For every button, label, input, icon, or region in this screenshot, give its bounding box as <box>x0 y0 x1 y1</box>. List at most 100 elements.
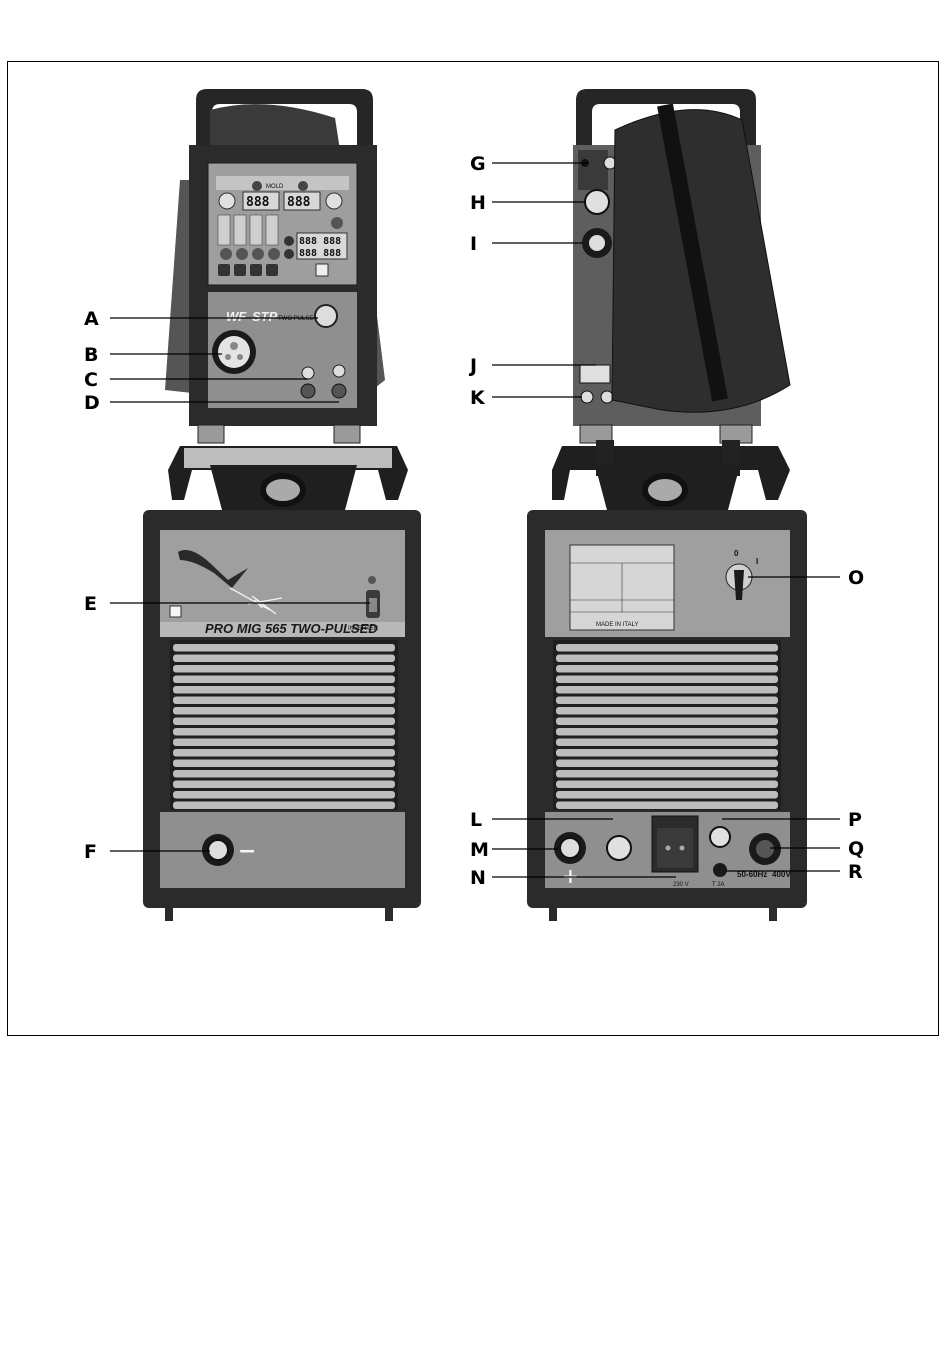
down-button-icon[interactable] <box>284 249 294 259</box>
interconnect-connector-icon[interactable] <box>585 190 609 214</box>
callout-label: H <box>470 192 486 214</box>
louvre-slat <box>173 655 395 663</box>
louvre-slat <box>173 760 395 768</box>
select-button-icon[interactable] <box>331 217 343 229</box>
louvre-slat <box>556 781 778 789</box>
louvre-slat <box>173 791 395 799</box>
switch-off-label: 0 <box>734 549 739 558</box>
program-button-icon[interactable] <box>252 248 264 260</box>
arrow-left-button-icon[interactable] <box>252 181 262 191</box>
two-pulse-text: TWO PULSE <box>278 316 313 322</box>
callout-label: D <box>84 392 100 414</box>
right-knob-icon[interactable] <box>326 193 342 209</box>
rear-unit: MADE IN ITALY 0 I + 230 V T 2A 50-60Hz 4… <box>527 89 807 921</box>
switch-on-label: I <box>756 557 758 566</box>
torch-pin <box>237 354 243 360</box>
socket-voltage: 230 V <box>673 882 689 888</box>
program-button-icon[interactable] <box>236 248 248 260</box>
louvre-slat <box>173 644 395 652</box>
wf-label: WF <box>226 309 247 324</box>
small-display-2: 888 888 <box>299 248 341 259</box>
power-indicator-icon <box>368 576 376 584</box>
louvre-slat <box>556 686 778 694</box>
stp-label: STP <box>252 309 278 324</box>
small-display-1: 888 888 <box>299 236 341 247</box>
water-supply-connector-icon[interactable] <box>601 391 613 403</box>
callout-label: C <box>84 369 98 391</box>
s-mark-front-icon <box>170 606 181 617</box>
callout-label: A <box>84 308 99 330</box>
callout-label: M <box>470 839 489 861</box>
gas-inlet-box <box>578 150 608 190</box>
latch-left <box>198 425 224 443</box>
fuse-holder-icon[interactable] <box>713 863 727 877</box>
spool-cover <box>210 104 340 150</box>
water-out-connector-icon[interactable] <box>332 384 346 398</box>
louvre-slat <box>173 676 395 684</box>
socket-pin <box>680 846 685 851</box>
remote-connector-icon[interactable] <box>315 305 337 327</box>
rear-lifting-eye <box>645 476 685 504</box>
callout-label: B <box>84 344 98 366</box>
positive-terminal-icon[interactable] <box>560 838 580 858</box>
mode-column <box>218 215 230 245</box>
left-knob-icon[interactable] <box>219 193 235 209</box>
torch-pin <box>225 354 231 360</box>
louvre-slat <box>556 728 778 736</box>
louvre-slat <box>173 707 395 715</box>
louvre-slat <box>173 802 395 810</box>
water-out-indicator-icon <box>333 365 345 377</box>
louvre-slat <box>556 739 778 747</box>
callout-label: P <box>848 809 862 831</box>
aux-socket-icon[interactable] <box>657 828 693 868</box>
callout-label: I <box>470 233 477 255</box>
power-switch-rocker <box>369 598 377 612</box>
mode-column <box>234 215 246 245</box>
louvre-slat <box>556 655 778 663</box>
mains-cable-gland-icon <box>756 840 774 858</box>
s-mark-icon <box>316 264 328 276</box>
louvre-slat <box>173 718 395 726</box>
louvre-slat <box>556 665 778 673</box>
torch-connector-icon[interactable] <box>218 336 250 368</box>
made-in-text: MADE IN ITALY <box>596 622 638 628</box>
louvre-slat <box>556 791 778 799</box>
fuse-label: T 2A <box>712 882 725 888</box>
up-button-icon[interactable] <box>284 236 294 246</box>
louvre-slat <box>173 697 395 705</box>
memory-button[interactable] <box>218 264 230 276</box>
front-lower-panel <box>160 812 405 888</box>
louvre-slat <box>556 707 778 715</box>
louvre-slat <box>173 665 395 673</box>
water-in-connector-icon[interactable] <box>301 384 315 398</box>
louvre-slat <box>173 770 395 778</box>
callout-label: O <box>848 567 864 589</box>
power-cable-terminal-icon[interactable] <box>589 235 605 251</box>
louvre-slat <box>556 676 778 684</box>
louvre-slat <box>556 644 778 652</box>
memory-button[interactable] <box>266 264 278 276</box>
interconnect-socket-icon[interactable] <box>607 836 631 860</box>
rear-label-plate <box>580 365 610 383</box>
control-connector-icon[interactable] <box>710 827 730 847</box>
torch-pin <box>230 342 238 350</box>
program-button-icon[interactable] <box>268 248 280 260</box>
callout-label: R <box>848 861 863 883</box>
program-button-icon[interactable] <box>220 248 232 260</box>
callout-label: J <box>468 355 477 377</box>
negative-terminal-icon[interactable] <box>208 840 228 860</box>
louvre-slat <box>556 770 778 778</box>
memory-button[interactable] <box>250 264 262 276</box>
water-in-indicator-icon <box>302 367 314 379</box>
arrow-right-button-icon[interactable] <box>298 181 308 191</box>
louvre-slat <box>173 686 395 694</box>
inverter-label: INVERTER <box>348 626 379 632</box>
water-return-connector-icon[interactable] <box>581 391 593 403</box>
memory-button[interactable] <box>234 264 246 276</box>
rear-foot-left <box>549 905 557 921</box>
louvre-slat <box>173 728 395 736</box>
callout-label: Q <box>848 838 864 860</box>
foot-right <box>385 905 393 921</box>
callout-label: L <box>470 809 482 831</box>
